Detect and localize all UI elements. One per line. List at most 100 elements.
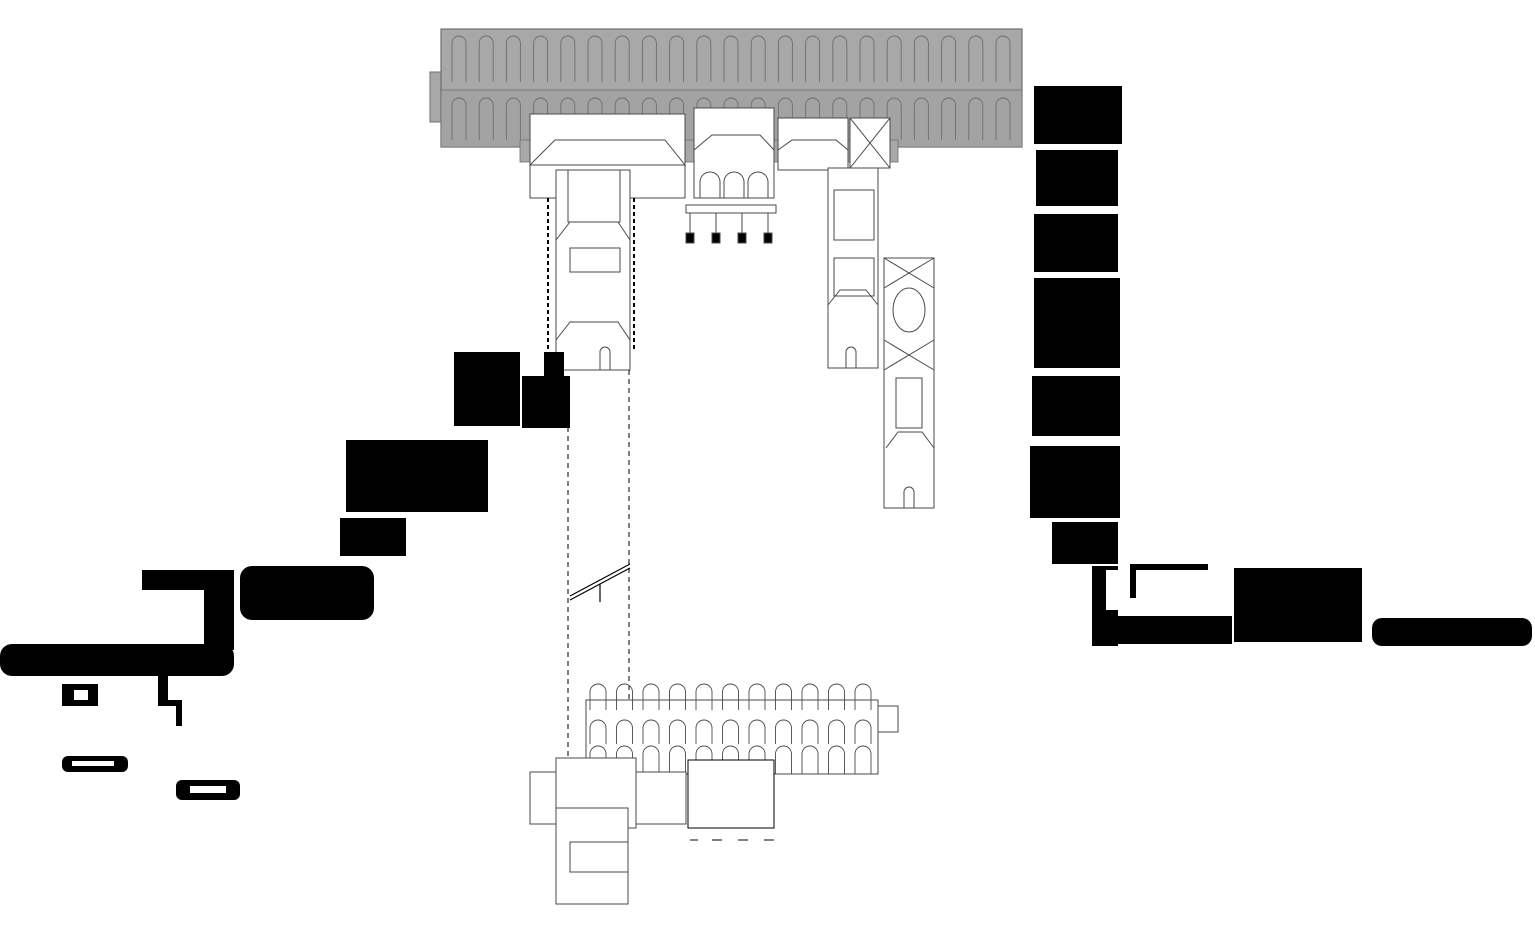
arch-outline [642,683,660,710]
arch-outline [750,35,766,82]
arch-outline [748,745,766,774]
arch-outline [750,97,766,140]
arch-outline [832,35,848,82]
arch-outline [805,97,821,140]
arch-outline [995,97,1011,140]
arch-outline [913,97,929,140]
arch-outline [775,683,792,710]
right-column-mass-4 [1034,278,1120,368]
arch-outline [968,35,984,82]
arch-outline [642,745,660,774]
right-base-block [1234,568,1362,642]
arch-outline [589,719,607,744]
arch-outline [722,719,739,744]
arch-outline [854,683,872,710]
lower-colonnade [687,759,775,829]
arch-outline [641,97,657,140]
arch-outline [533,35,549,82]
arch-outline [614,35,630,82]
arch-outline [451,35,467,82]
lower-outline-structure [529,683,899,905]
colonnade-strip [685,204,777,214]
arch-outline [669,97,685,140]
arch-outline [614,97,630,140]
arch-outline [832,97,848,140]
arch-outline [505,35,521,82]
arch-outline [587,97,603,140]
right-base-corridor [1092,616,1232,644]
arch-outline [616,745,633,774]
arch-outline [777,97,793,140]
chapel-rotunda [892,287,926,333]
arch-outline [886,97,902,140]
stair-element [569,563,631,602]
arch-outline [695,683,713,710]
arch-outline [695,745,713,774]
arch-outline [641,35,657,82]
right-column-mass-3 [1034,214,1118,272]
arch-outline [941,97,957,140]
arch-outline [828,683,845,710]
arch-outline [451,97,467,140]
arch-outline [801,745,819,774]
arch-outline [995,35,1011,82]
arch-outline [801,683,819,710]
arch-outline [828,719,845,744]
arch-outline [478,35,494,82]
arch-outline [587,35,603,82]
right-column-mass-6 [1030,446,1120,518]
left-lowest-mass [0,644,234,676]
arch-outline [669,745,686,774]
arch-outline [589,745,607,774]
upper-outline-structure [528,107,935,509]
arch-outline [696,97,712,140]
arch-outline [828,745,845,774]
arch-outline [723,97,739,140]
arch-outline [560,97,576,140]
grey-block-arches [451,35,1011,140]
arch-outline [941,35,957,82]
arch-outline [669,683,686,710]
arch-outline [696,35,712,82]
arch-outline [748,719,766,744]
arch-outline [886,35,902,82]
arch-outline [505,97,521,140]
arch-outline [669,719,686,744]
arch-outline [589,683,607,710]
arch-outline [775,719,792,744]
arch-outline [478,97,494,140]
arch-outline [722,683,739,710]
arch-outline [533,97,549,140]
arch-outline [775,745,792,774]
solid-black-masses [0,86,1532,800]
arch-outline [913,35,929,82]
arch-outline [642,719,660,744]
right-column-mass-7 [1052,522,1118,564]
arch-outline [859,35,875,82]
arch-outline [560,35,576,82]
left-mid-mass [346,440,488,512]
right-column-mass-2 [1036,150,1118,206]
arch-outline [616,719,633,744]
arch-outline [968,97,984,140]
arch-outline [777,35,793,82]
arch-outline [801,719,819,744]
right-column-mass-5 [1032,376,1120,436]
lower-arcade-arches [589,683,872,774]
right-column-mass-1 [1034,86,1122,144]
arch-outline [616,683,633,710]
arch-outline [723,35,739,82]
arch-outline [695,719,713,744]
left-tower-mass [454,352,520,426]
arch-outline [669,35,685,82]
arch-outline [805,35,821,82]
arch-outline [722,745,739,774]
upper-bay-center [693,107,775,199]
arch-outline [854,719,872,744]
arch-outline [854,745,872,774]
upper-bay-right [777,117,849,171]
arch-outline [859,97,875,140]
arch-outline [748,683,766,710]
right-base-tail [1372,618,1532,646]
